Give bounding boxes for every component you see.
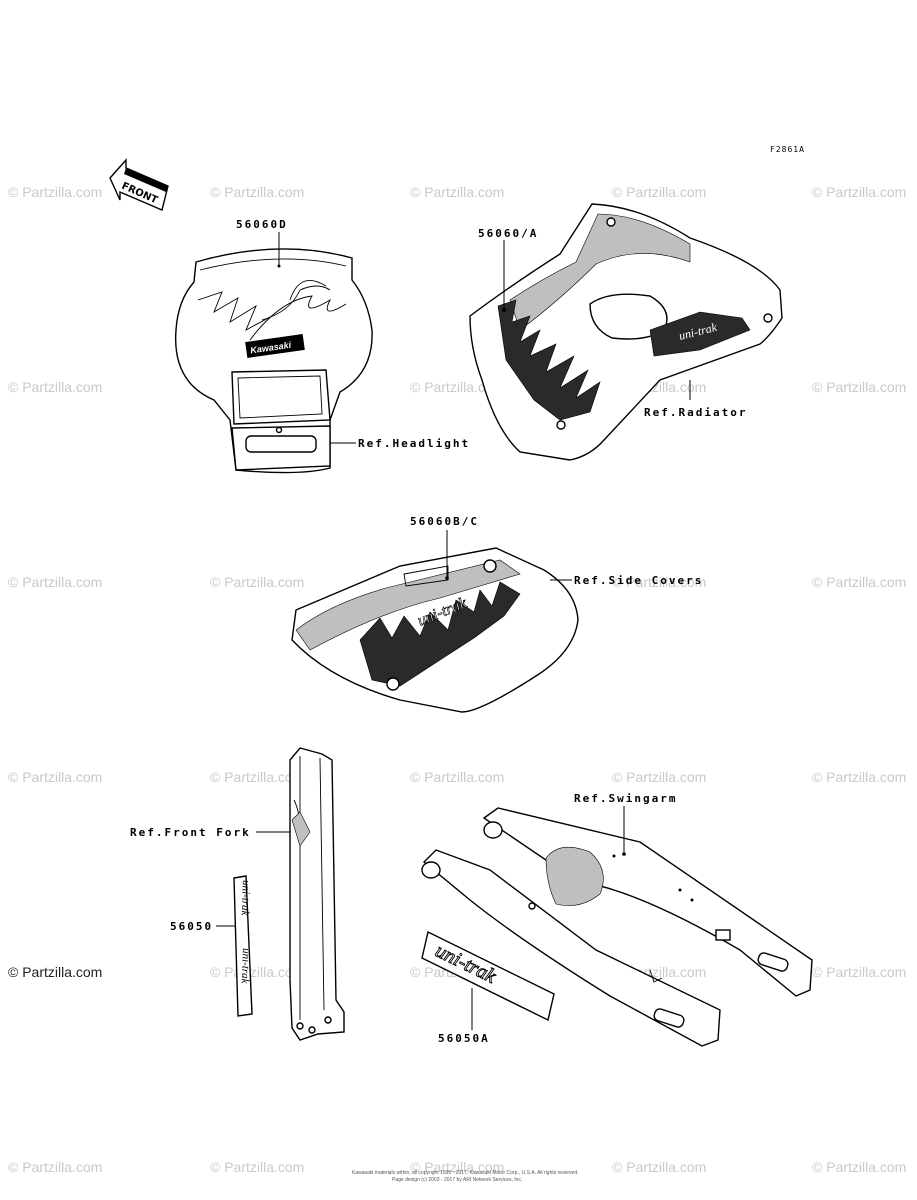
watermark: © Partzilla.com	[8, 1159, 102, 1175]
callout-ref-radiator: Ref.Radiator	[644, 406, 747, 419]
callout-ref-front-fork: Ref.Front Fork	[130, 826, 251, 839]
watermark: © Partzilla.com	[8, 574, 102, 590]
watermark: © Partzilla.com	[410, 184, 504, 200]
watermark: © Partzilla.com	[812, 184, 906, 200]
watermark: © Partzilla.com	[210, 184, 304, 200]
watermark: © Partzilla.com	[612, 184, 706, 200]
side-cover: uni-trak	[291, 530, 579, 713]
watermark: © Partzilla.com	[812, 769, 906, 785]
swingarm-decal-text: uni-trak	[432, 940, 501, 989]
callout-56060b-c: 56060B/C	[410, 515, 479, 528]
front-fork-guard	[256, 747, 345, 1041]
fork-decal-text: uni-trak	[239, 880, 252, 917]
callout-ref-swingarm: Ref.Swingarm	[574, 792, 677, 805]
watermark: © Partzilla.com	[410, 769, 504, 785]
watermark: © Partzilla.com	[210, 1159, 304, 1175]
callout-56060-a: 56060/A	[478, 227, 538, 240]
watermark: © Partzilla.com	[812, 574, 906, 590]
swingarm	[421, 806, 813, 1047]
watermark: © Partzilla.com	[210, 574, 304, 590]
watermark: © Partzilla.com	[8, 964, 102, 980]
callout-56060d: 56060D	[236, 218, 288, 231]
watermark: © Partzilla.com	[210, 769, 304, 785]
callout-56050a: 56050A	[438, 1032, 490, 1045]
front-arrow-icon: FRONT	[109, 158, 169, 211]
watermark: © Partzilla.com	[612, 769, 706, 785]
copyright-line: Kawasaki materials within, all copyright…	[352, 1170, 579, 1176]
watermark: © Partzilla.com	[612, 574, 706, 590]
copyright-line: Page design (c) 2003 - 2017 by ARI Netwo…	[392, 1177, 522, 1183]
watermark: © Partzilla.com	[8, 769, 102, 785]
callout-56050: 56050	[170, 920, 213, 933]
watermark: © Partzilla.com	[812, 1159, 906, 1175]
watermark: © Partzilla.com	[8, 184, 102, 200]
headlight-number-plate: Kawasaki	[174, 232, 373, 474]
watermark: © Partzilla.com	[812, 379, 906, 395]
fork-decal-text: uni-trak	[239, 948, 252, 985]
callout-ref-side-covers: Ref.Side Covers	[574, 574, 703, 587]
fork-decal: uni-trak uni-trak	[216, 875, 253, 1017]
figure-id: F2861A	[770, 145, 805, 154]
callout-ref-headlight: Ref.Headlight	[358, 437, 470, 450]
watermark: © Partzilla.com	[410, 1159, 504, 1175]
watermark: © Partzilla.com	[8, 379, 102, 395]
watermark: © Partzilla.com	[812, 964, 906, 980]
watermark: © Partzilla.com	[612, 1159, 706, 1175]
watermark: © Partzilla.com	[210, 964, 304, 980]
watermark: © Partzilla.com	[410, 379, 504, 395]
radiator-shroud: uni-trak	[469, 203, 783, 461]
